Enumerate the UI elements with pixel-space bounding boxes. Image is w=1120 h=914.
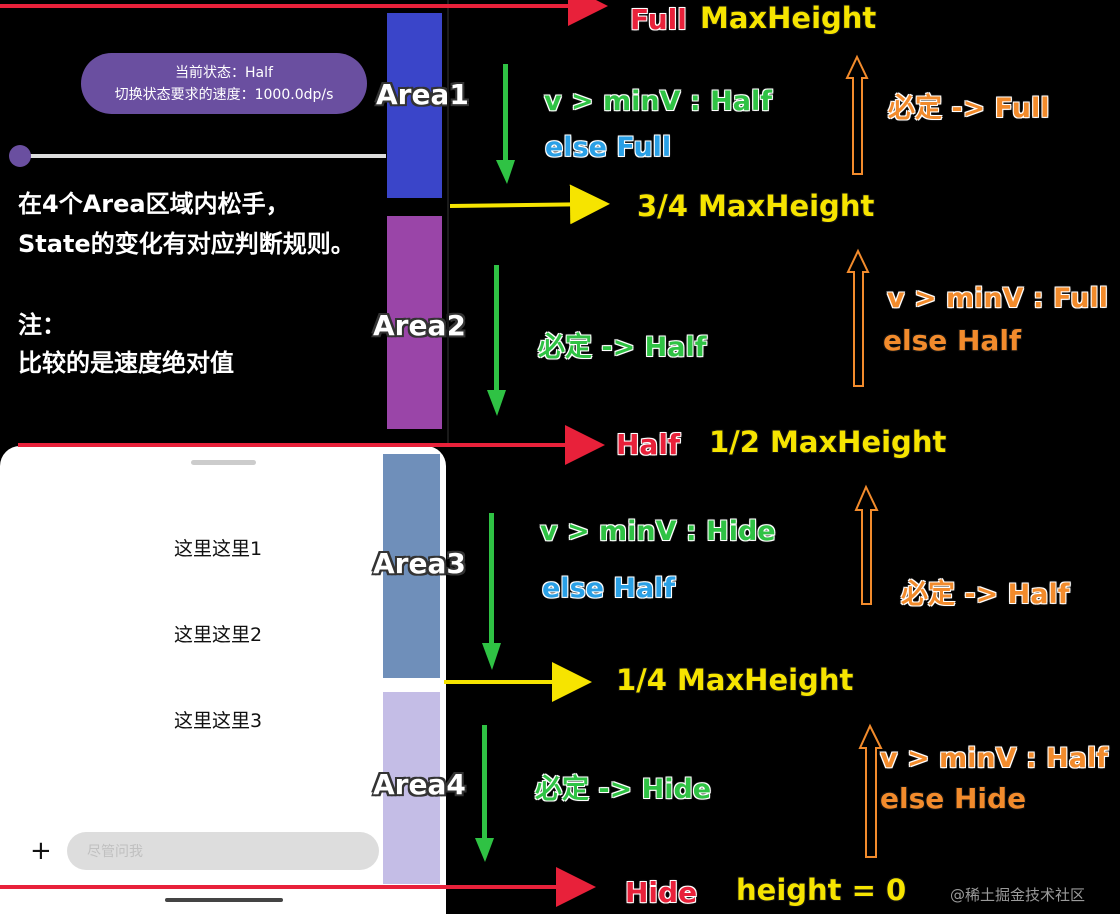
status-pill: 当前状态：Half 切换状态要求的速度：1000.0dp/s [81, 53, 367, 114]
area1-label: Area1 [376, 78, 469, 111]
area3-block [383, 454, 440, 678]
area1-block [387, 13, 442, 198]
area3-label: Area3 [373, 547, 466, 580]
area1-up-arrow [845, 54, 869, 175]
slider-thumb[interactable] [9, 145, 31, 167]
area2-down-rule: 必定 -> Half [538, 332, 707, 363]
area4-up-rule-line1: v > minV : Half [880, 743, 1108, 774]
area4-up-arrow [858, 723, 883, 858]
area2-up-rule-line1: v > minV : Full [887, 283, 1108, 314]
divider [447, 0, 449, 446]
area4-down-arrow [475, 725, 494, 862]
area2-up-arrow [846, 248, 870, 387]
area2-block [387, 216, 442, 429]
chat-input[interactable]: 尽管问我 [67, 832, 379, 870]
area1-down-rule-line2: else Full [545, 132, 672, 163]
area1-up-rule: 必定 -> Full [888, 93, 1050, 124]
status-current: 当前状态：Half [175, 65, 273, 81]
area1-down-rule-line1: v > minV : Half [544, 86, 772, 117]
note-line: 注： [18, 311, 66, 339]
home-indicator[interactable] [165, 898, 283, 902]
hide-state-label: Hide [625, 876, 698, 909]
area3-up-rule: 必定 -> Half [901, 579, 1070, 610]
hide-height-label: height = 0 [736, 873, 907, 907]
area3-down-rule-line1: v > minV : Hide [540, 516, 776, 547]
area1-down-arrow [496, 64, 515, 184]
three-quarter-arrow [449, 184, 610, 225]
area4-label: Area4 [373, 768, 466, 801]
chat-input-placeholder: 尽管问我 [87, 844, 143, 860]
area2-label: Area2 [373, 309, 466, 342]
note-line: 比较的是速度绝对值 [18, 349, 234, 377]
list-item[interactable]: 这里这里3 [174, 710, 263, 732]
status-speed: 切换状态要求的速度：1000.0dp/s [114, 87, 334, 103]
area2-up-rule-line2: else Half [883, 324, 1022, 357]
area4-block [383, 692, 440, 884]
area4-up-rule-line2: else Hide [880, 782, 1027, 815]
area4-down-rule: 必定 -> Hide [535, 774, 712, 805]
note-line: 在4个Area区域内松手， [18, 190, 290, 218]
area3-down-rule-line2: else Half [542, 573, 676, 604]
list-item[interactable]: 这里这里1 [174, 538, 263, 560]
half-state-label: Half [616, 428, 681, 461]
watermark: @稀土掘金技术社区 [950, 886, 1086, 904]
quarter-height-label: 1/4 MaxHeight [616, 663, 854, 697]
full-state-label: Full [630, 3, 687, 36]
area3-up-arrow [854, 484, 879, 605]
area2-down-arrow [487, 265, 506, 416]
bottom-sheet: 这里这里1 这里这里2 这里这里3 + 尽管问我 [0, 446, 446, 914]
drag-handle[interactable] [191, 460, 256, 465]
area3-down-arrow [482, 513, 501, 670]
three-quarter-height-label: 3/4 MaxHeight [637, 189, 875, 223]
half-height-label: 1/2 MaxHeight [709, 425, 947, 459]
list-item[interactable]: 这里这里2 [174, 624, 263, 646]
full-height-label: MaxHeight [700, 1, 877, 35]
slider-track[interactable] [20, 154, 386, 158]
plus-button[interactable]: + [30, 836, 52, 866]
note-line: State的变化有对应判断规则。 [18, 230, 355, 258]
